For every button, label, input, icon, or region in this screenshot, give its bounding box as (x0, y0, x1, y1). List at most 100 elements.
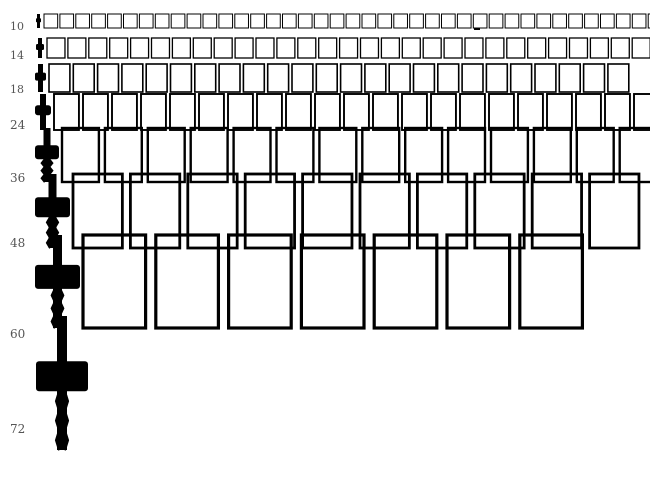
tofu-box-icon (315, 63, 338, 93)
tofu-box-icon (404, 126, 444, 184)
tofu-box-icon (610, 37, 630, 59)
tofu-box-icon (301, 172, 354, 250)
tofu-box-icon (46, 37, 66, 59)
torch-glyph-icon (36, 316, 88, 451)
tofu-box-icon (388, 63, 411, 93)
tofu-box-icon (409, 13, 424, 29)
tofu-box-icon (186, 13, 202, 29)
tofu-box-icon (575, 126, 615, 184)
torch-glyph-icon (36, 14, 41, 28)
tofu-box-icon (485, 37, 505, 59)
tofu-box-icon (584, 13, 599, 29)
tofu-box-icon (456, 13, 472, 29)
tofu-box-icon (380, 37, 401, 59)
tofu-box-icon (509, 63, 533, 93)
tofu-box-icon (59, 13, 75, 29)
tofu-box-icon (154, 233, 221, 330)
tofu-box-icon (242, 63, 266, 93)
specimen-line (36, 316, 88, 451)
tofu-box-icon (313, 13, 329, 29)
tofu-box-icon (232, 126, 272, 184)
tofu-box-icon (343, 93, 370, 131)
tofu-box-icon (250, 13, 265, 29)
torch-glyph-icon (35, 94, 51, 130)
tofu-box-icon (146, 126, 186, 184)
tofu-box-icon (604, 93, 631, 131)
tofu-box-icon (536, 13, 552, 29)
tofu-box-icon (588, 172, 641, 250)
tofu-box-icon (109, 37, 129, 59)
tofu-box-icon (517, 93, 544, 131)
tofu-box-icon (111, 93, 138, 131)
tofu-box-icon (422, 37, 442, 59)
tofu-box-icon (472, 13, 488, 29)
tofu-box-icon (504, 13, 520, 29)
tofu-box-icon (88, 37, 108, 59)
tofu-box-icon (285, 93, 312, 131)
tofu-box-icon (633, 93, 650, 131)
tofu-box-icon (401, 37, 421, 59)
tofu-box-icon (488, 13, 504, 29)
tofu-box-icon (67, 37, 87, 59)
tofu-box-icon (530, 172, 583, 250)
tofu-box-icon (121, 63, 144, 93)
specimen-line (36, 13, 650, 29)
tofu-box-icon (459, 93, 486, 131)
tofu-box-icon (96, 63, 120, 93)
tofu-box-icon (485, 63, 509, 93)
torch-glyph-icon (35, 174, 70, 249)
tofu-box-icon (582, 63, 606, 93)
tofu-box-icon (91, 13, 106, 29)
tofu-box-icon (138, 13, 154, 29)
tofu-box-icon (506, 37, 526, 59)
tofu-box-icon (154, 13, 170, 29)
tofu-box-icon (631, 37, 650, 59)
tofu-box-icon (194, 63, 217, 93)
tofu-box-icon (339, 63, 363, 93)
tofu-box-icon (647, 13, 650, 29)
size-label: 36 (10, 171, 25, 185)
tofu-box-icon (443, 37, 463, 59)
tofu-box-icon (171, 37, 192, 59)
tofu-box-icon (227, 93, 254, 131)
tofu-box-icon (234, 13, 249, 29)
tofu-box-icon (464, 37, 484, 59)
tofu-box-icon (82, 93, 109, 131)
tofu-box-icon (243, 172, 296, 250)
tofu-box-icon (615, 13, 631, 29)
tofu-box-icon (72, 63, 95, 93)
tofu-box-icon (558, 63, 581, 93)
tofu-box-icon (145, 63, 168, 93)
tofu-box-icon (60, 126, 101, 184)
tofu-box-icon (299, 233, 366, 330)
tofu-box-icon (53, 93, 80, 131)
tofu-box-icon (81, 233, 148, 330)
tofu-box-icon (441, 13, 456, 29)
specimen-lines (35, 13, 650, 451)
tofu-box-icon (255, 37, 275, 59)
specimen-line (35, 63, 630, 93)
torch-glyph-icon (35, 128, 59, 183)
tofu-box-icon (297, 37, 317, 59)
size-label: 24 (10, 118, 26, 132)
torch-glyph-icon (36, 38, 44, 58)
specimen-line (35, 93, 650, 131)
tofu-box-icon (189, 126, 229, 184)
tofu-box-icon (575, 93, 602, 131)
tofu-box-icon (359, 37, 380, 59)
tofu-box-icon (150, 37, 171, 59)
tofu-box-icon (282, 13, 297, 29)
tofu-box-icon (256, 93, 283, 131)
tofu-box-icon (532, 126, 572, 184)
tofu-box-icon (358, 172, 411, 250)
specimen-line (36, 37, 650, 59)
tofu-box-icon (520, 13, 536, 29)
tofu-box-icon (361, 126, 401, 184)
tofu-box-icon (48, 63, 71, 93)
tofu-box-icon (377, 13, 393, 29)
size-label: 60 (10, 327, 25, 341)
size-label: 48 (10, 236, 25, 250)
tofu-box-icon (607, 63, 630, 93)
